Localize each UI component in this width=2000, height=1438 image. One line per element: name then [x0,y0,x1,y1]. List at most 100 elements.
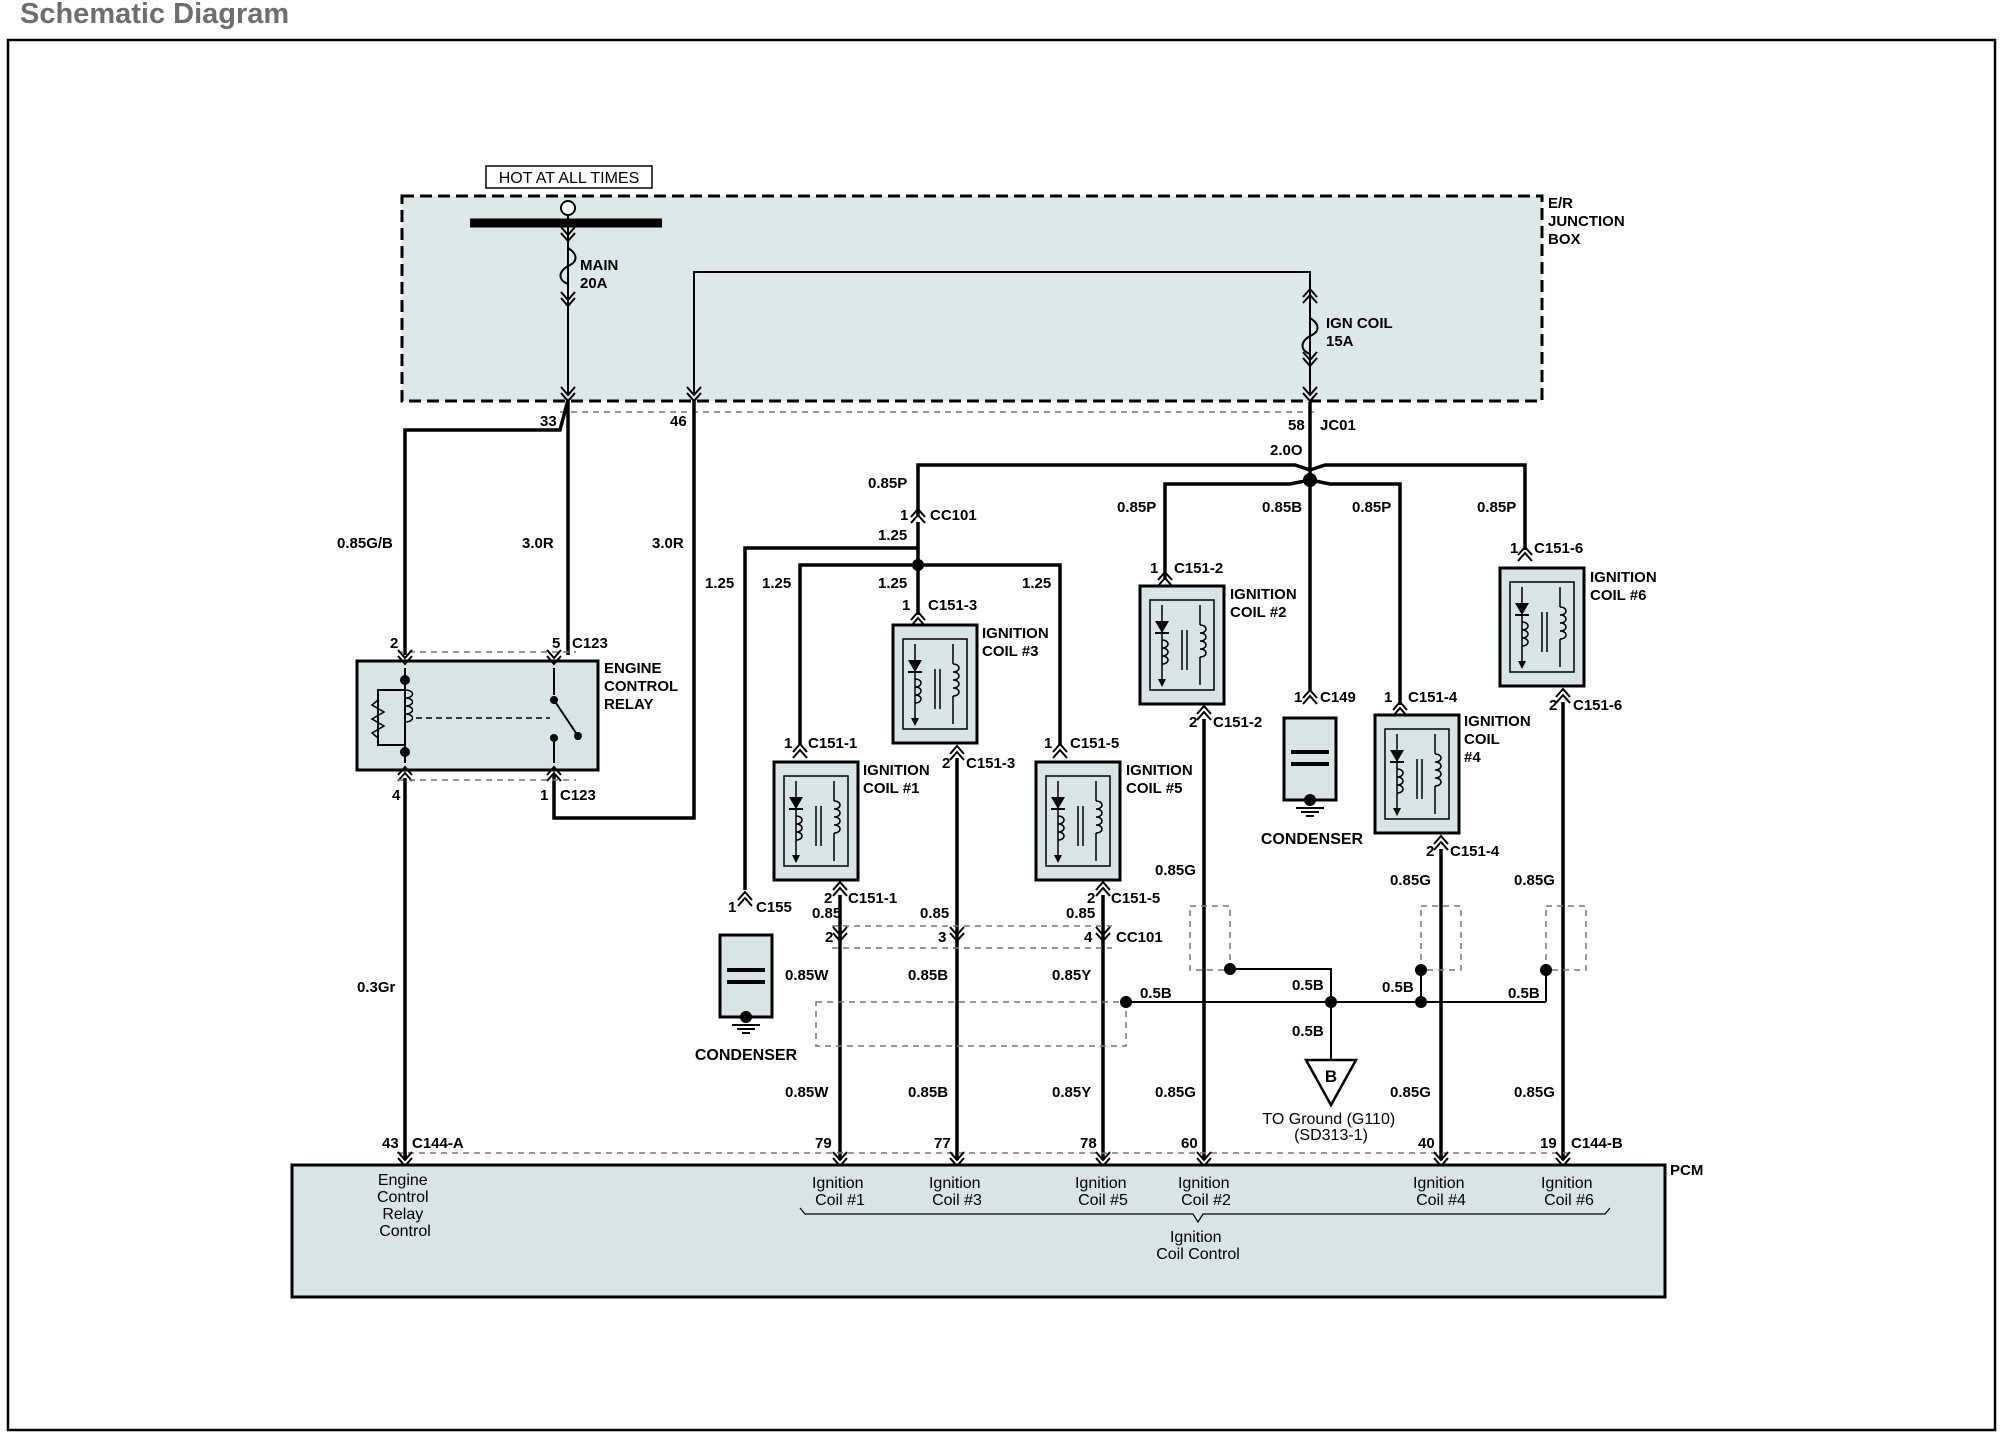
pcm-coil5-label: Ignition Coil #5 [1075,1175,1131,1209]
coil1-top-conn: C151-1 [808,735,857,752]
wire-label-05b-2: 0.5B [1292,977,1324,994]
pin-58-label: 58 [1288,417,1305,434]
coil-control-brace [799,1207,1611,1224]
coil5-top-conn: C151-5 [1070,735,1119,752]
pcm-label: PCM [1670,1162,1703,1179]
wire-label-125-cond: 1.25 [705,575,734,592]
c149-pin: 1 [1294,689,1302,706]
coil4-bot-pin: 2 [1426,843,1434,860]
coil1-bot-conn: C151-1 [848,890,897,907]
pcm-group-label: Ignition Coil Control [1156,1229,1240,1263]
wire-label-20o: 2.0O [1270,442,1303,459]
wire-label-05b-4: 0.5B [1382,979,1414,996]
pin-33-label: 33 [540,413,557,430]
wire-label-085g-c2b: 0.85G [1155,1084,1196,1101]
wire-label-05b-3: 0.5B [1292,1023,1324,1040]
wire-label-085b-b: 0.85B [908,1084,948,1101]
c149-label: C149 [1320,689,1356,706]
relay-label: ENGINE CONTROL RELAY [604,660,682,713]
wire-label-085y-b: 0.85Y [1052,1084,1091,1101]
pcm-module [290,1163,1667,1299]
wire-label-30r-a: 3.0R [522,535,554,552]
coil6-top-pin: 1 [1510,540,1518,557]
coil4-bot-conn: C151-4 [1450,843,1500,860]
coil5-top-pin: 1 [1044,735,1052,752]
coil6-label: IGNITION COIL #6 [1590,569,1661,604]
pcm-relay-control-label: Engine Control Relay Control [377,1172,433,1240]
wire-30r-b [552,400,696,820]
pcm-coil4-label: Ignition Coil #4 [1413,1175,1469,1209]
coil4-top-pin: 1 [1384,689,1392,706]
relay-pin-4: 4 [392,787,401,804]
condenser-left [718,933,774,1019]
pcm-pin-60: 60 [1181,1135,1198,1152]
coil3-label: IGNITION COIL #3 [982,625,1053,660]
wire-label-125-c5: 1.25 [1022,575,1051,592]
cc101-top-pin: 1 [900,507,908,524]
coil2-top-pin: 1 [1150,560,1158,577]
relay-connector-top: C123 [572,635,608,652]
relay-pin-5: 5 [552,635,560,652]
wire-label-085g-c6b: 0.85G [1514,1084,1555,1101]
wire-label-125-c3: 1.25 [878,575,907,592]
wire-label-085g-c4b: 0.85G [1390,1084,1431,1101]
coil5-label: IGNITION COIL #5 [1126,762,1197,797]
coil4-top-conn: C151-4 [1408,689,1458,706]
wire-label-085g-c6a: 0.85G [1514,872,1555,889]
wire-label-085b-a: 0.85B [908,967,948,984]
pcm-coil6-label: Ignition Coil #6 [1541,1175,1597,1209]
wire-label-30r-b: 3.0R [652,535,684,552]
wire-label-085gb: 0.85G/B [337,535,393,552]
pcm-pin-19: 19 [1540,1135,1557,1152]
ign-coil-fuse-label: IGN COIL 15A [1326,315,1397,350]
coil6-bot-conn: C151-6 [1573,697,1622,714]
page-title: Schematic Diagram [20,0,290,30]
wire-label-085p-c6: 0.85P [1477,499,1516,516]
c144b-label: C144-B [1571,1135,1623,1152]
coil4-label: IGNITION COIL #4 [1464,713,1535,766]
wire-label-085p-main: 0.85P [868,475,907,492]
wire-label-05b-5: 0.5B [1508,985,1540,1002]
ground-symbol [1303,1058,1359,1108]
wire-label-085y-a: 0.85Y [1052,967,1091,984]
wire-label-125-c1: 1.25 [762,575,791,592]
cc101-top-label: CC101 [930,507,977,524]
wire-label-05b-1: 0.5B [1140,985,1172,1002]
condenser-center-label: CONDENSER [1261,831,1364,848]
hot-at-all-times-box [485,165,653,189]
wire-label-085b-cond: 0.85B [1262,499,1302,516]
outer-frame [6,38,1997,1432]
wire-085gb [403,399,570,655]
wire-label-085g-c4a: 0.85G [1390,872,1431,889]
coil3-top-conn: C151-3 [928,597,977,614]
ground-label: TO Ground (G110) (SD313-1) [1262,1111,1399,1144]
coil1-bot-pin: 2 [824,890,832,907]
wire-label-085g-c2a: 0.85G [1155,862,1196,879]
cc101-pin-2: 2 [825,929,833,946]
coil2-bot-conn: C151-2 [1213,714,1262,731]
c144a-label: C144-A [412,1135,464,1152]
relay-pin-2: 2 [390,635,398,652]
cc101-bottom-label: CC101 [1116,929,1163,946]
cc101-pin-3: 3 [938,929,946,946]
main-fuse [559,247,577,285]
junction-box [400,194,1544,403]
junction-box-label: E/R JUNCTION BOX [1548,195,1629,248]
coil3-bot-conn: C151-3 [966,755,1015,772]
relay-pin-1: 1 [540,787,548,804]
c155-pin: 1 [728,899,736,916]
pcm-pin-78: 78 [1080,1135,1097,1152]
pcm-coil1-label: Ignition Coil #1 [812,1175,868,1209]
coil1-label: IGNITION COIL #1 [863,762,934,797]
coil1-top-pin: 1 [784,735,792,752]
relay-connector-bottom: C123 [560,787,596,804]
pcm-pin-77: 77 [934,1135,951,1152]
pcm-coil3-label: Ignition Coil #3 [929,1175,985,1209]
ground-symbol-letter: B [1325,1067,1337,1086]
condenser-left-label: CONDENSER [695,1047,798,1064]
coil5-bot-conn: C151-5 [1111,890,1160,907]
wire-label-085w-a: 0.85W [785,967,829,984]
wire-label-085-c1: 0.85 [812,905,841,922]
coil6-bot-pin: 2 [1549,697,1557,714]
